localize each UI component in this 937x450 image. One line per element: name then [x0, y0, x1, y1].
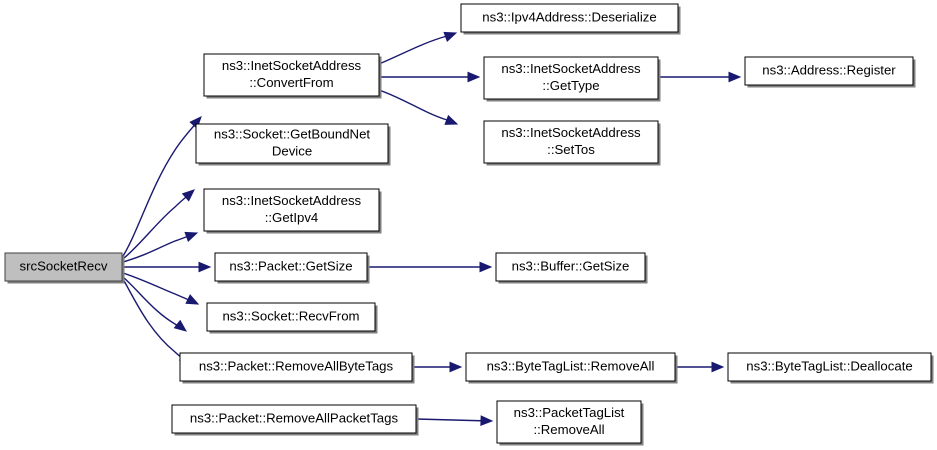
node-label-removeallbytetags-line1: ns3::Packet::RemoveAllByteTags: [199, 358, 394, 373]
arrowhead-root-to-removeallbytetags: [173, 319, 188, 332]
node-box-bytetaglistdeallocate[interactable]: [727, 352, 932, 382]
node-label-convertfrom-line1: ns3::InetSocketAddress: [222, 58, 362, 73]
node-buffergetsize[interactable]: ns3::Buffer::GetSize: [495, 252, 648, 284]
node-box-root[interactable]: [4, 252, 123, 282]
node-box-removeallpackettags[interactable]: [171, 404, 417, 434]
node-box-gettype[interactable]: [483, 56, 659, 100]
arrowhead-gettype-to-addressregister: [728, 71, 742, 83]
node-label-removeallpackettags-line1: ns3::Packet::RemoveAllPacketTags: [190, 410, 399, 425]
node-box-addressregister[interactable]: [744, 56, 914, 86]
node-box-packettaglistremoveall[interactable]: [496, 400, 642, 444]
edge-convertfrom-to-deserialize: [378, 33, 455, 65]
node-label-packetgetsize-line1: ns3::Packet::GetSize: [229, 258, 352, 273]
arrowhead-removeallpackettags-to-packettaglistremoveall: [480, 415, 494, 426]
node-packettaglistremoveall[interactable]: ns3::PacketTagList::RemoveAll: [496, 400, 644, 446]
arrowhead-root-to-convertfrom: [189, 116, 202, 130]
node-label-settos-line2: ::SetTos: [547, 142, 595, 157]
arrowhead-convertfrom-to-gettype: [467, 71, 481, 83]
node-label-getboundnetdevice-line1: ns3::Socket::GetBoundNet: [214, 126, 370, 141]
node-settos[interactable]: ns3::InetSocketAddress::SetTos: [483, 120, 661, 166]
node-box-buffergetsize[interactable]: [495, 252, 646, 282]
node-box-removeallbytetags[interactable]: [179, 352, 413, 382]
node-label-convertfrom-line2: ::ConvertFrom: [249, 75, 333, 90]
arrowhead-convertfrom-to-deserialize: [443, 31, 458, 42]
node-gettype[interactable]: ns3::InetSocketAddress::GetType: [483, 56, 661, 102]
node-label-getboundnetdevice-line2: Device: [272, 143, 312, 158]
node-deserialize[interactable]: ns3::Ipv4Address::Deserialize: [460, 3, 681, 35]
arrowhead-convertfrom-to-settos: [444, 114, 459, 125]
node-label-getipv4-line2: ::GetIpv4: [265, 210, 319, 225]
node-getipv4[interactable]: ns3::InetSocketAddress::GetIpv4: [203, 188, 382, 234]
node-label-gettype-line2: ::GetType: [542, 78, 599, 93]
node-label-settos-line1: ns3::InetSocketAddress: [501, 125, 641, 140]
node-box-getipv4[interactable]: [203, 188, 380, 232]
node-packetgetsize[interactable]: ns3::Packet::GetSize: [214, 252, 370, 284]
node-label-gettype-line1: ns3::InetSocketAddress: [501, 61, 641, 76]
node-box-packetgetsize[interactable]: [214, 252, 368, 282]
node-root[interactable]: srcSocketRecv: [4, 252, 125, 284]
arrowhead-bytetaglistremoveall-to-bytetaglistdeallocate: [711, 361, 725, 373]
node-bytetaglistdeallocate[interactable]: ns3::ByteTagList::Deallocate: [727, 352, 934, 384]
node-label-getipv4-line1: ns3::InetSocketAddress: [222, 193, 362, 208]
node-bytetaglistremoveall[interactable]: ns3::ByteTagList::RemoveAll: [465, 352, 678, 384]
arrowhead-packetgetsize-to-buffergetsize: [479, 261, 493, 273]
node-label-root-line1: srcSocketRecv: [20, 258, 108, 273]
nodes-layer: srcSocketRecv ns3::InetSocketAddress::Con…: [4, 3, 934, 446]
node-box-getboundnetdevice[interactable]: [195, 123, 389, 164]
node-convertfrom[interactable]: ns3::InetSocketAddress::ConvertFrom: [203, 53, 382, 99]
node-label-deserialize-line1: ns3::Ipv4Address::Deserialize: [482, 9, 656, 24]
edge-removeallpackettags-to-packettaglistremoveall: [415, 418, 491, 422]
node-recvfrom[interactable]: ns3::Socket::RecvFrom: [206, 302, 378, 334]
arrowhead-root-to-getipv4: [184, 231, 199, 242]
node-label-bytetaglistdeallocate-line1: ns3::ByteTagList::Deallocate: [746, 358, 912, 373]
arrowhead-root-to-packetgetsize: [198, 261, 212, 273]
arrowheads-layer: [173, 31, 742, 426]
arrowhead-root-to-recvfrom: [185, 294, 200, 305]
node-label-packettaglistremoveall-line2: ::RemoveAll: [533, 422, 604, 437]
node-addressregister[interactable]: ns3::Address::Register: [744, 56, 916, 88]
node-label-addressregister-line1: ns3::Address::Register: [762, 62, 896, 77]
edge-root-to-convertfrom: [122, 119, 200, 257]
arrowhead-removeallbytetags-to-bytetaglistremoveall: [449, 361, 463, 373]
node-box-settos[interactable]: [483, 120, 659, 164]
node-box-recvfrom[interactable]: [206, 302, 376, 332]
node-label-buffergetsize-line1: ns3::Buffer::GetSize: [512, 258, 630, 273]
node-label-bytetaglistremoveall-line1: ns3::ByteTagList::RemoveAll: [487, 358, 655, 373]
node-label-recvfrom-line1: ns3::Socket::RecvFrom: [222, 308, 359, 323]
edge-convertfrom-to-settos: [378, 89, 456, 124]
arrowhead-root-to-getboundnetdevice: [181, 189, 195, 202]
edge-root-to-removeallpackettags: [122, 278, 190, 364]
node-box-bytetaglistremoveall[interactable]: [465, 352, 676, 382]
node-label-packettaglistremoveall-line1: ns3::PacketTagList: [514, 405, 625, 420]
node-box-deserialize[interactable]: [460, 3, 679, 33]
node-removeallpackettags[interactable]: ns3::Packet::RemoveAllPacketTags: [171, 404, 419, 436]
node-box-convertfrom[interactable]: [203, 53, 380, 97]
node-removeallbytetags[interactable]: ns3::Packet::RemoveAllByteTags: [179, 352, 415, 384]
